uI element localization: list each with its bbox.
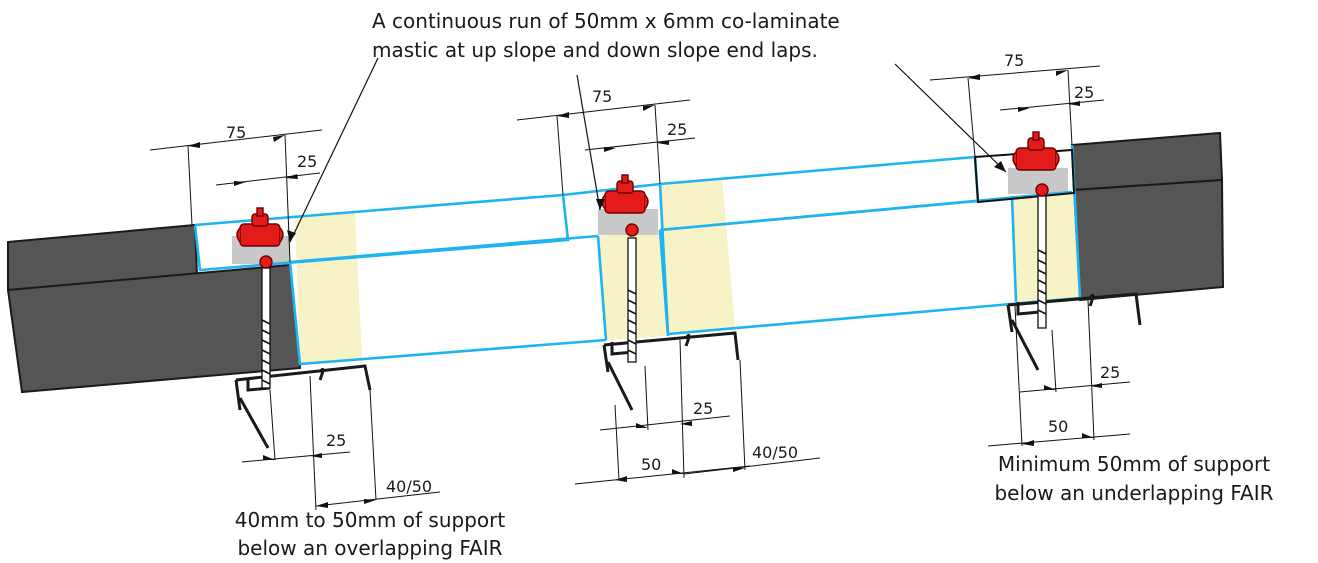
- dim-right-bottom-25: 25: [1100, 363, 1120, 382]
- dim-mid-bottom-50: 50: [641, 455, 661, 474]
- insulation-left: [295, 212, 362, 364]
- clamp-right: [1012, 131, 1060, 171]
- mastic-callout-line1: A continuous run of 50mm x 6mm co-lamina…: [372, 9, 840, 33]
- clamp-left: [236, 207, 284, 247]
- dim-mid-top-75: 75: [592, 87, 612, 106]
- dim-left-bottom-4050: 40/50: [386, 477, 432, 496]
- mastic-leader-lines: [287, 57, 1007, 243]
- right-lower-sheet: [1072, 178, 1225, 302]
- dim-mid-bottom-25: 25: [693, 399, 713, 418]
- dim-left-bottom-25: 25: [326, 431, 346, 450]
- insulation-mid-right: [660, 178, 735, 334]
- underlap-callout-line1: Minimum 50mm of support: [998, 452, 1270, 476]
- overlap-callout-line1: 40mm to 50mm of support: [235, 508, 506, 532]
- dim-mid-top-25: 25: [667, 120, 687, 139]
- dims-mid: [516, 99, 821, 485]
- dim-left-top-25: 25: [297, 152, 317, 171]
- purlin-mid: [602, 331, 740, 411]
- mastic-callout-line2: mastic at up slope and down slope end la…: [372, 38, 818, 62]
- dim-left-top-75: 75: [226, 123, 246, 142]
- purlin-right: [1006, 292, 1142, 371]
- dim-right-bottom-50: 50: [1048, 417, 1068, 436]
- clamp-mid: [601, 174, 649, 214]
- dim-right-top-75: 75: [1004, 51, 1024, 70]
- screw-left: [259, 255, 273, 389]
- dims-left: [149, 129, 441, 511]
- dim-mid-bottom-4050: 40/50: [752, 443, 798, 462]
- overlap-callout-line2: below an overlapping FAIR: [237, 536, 502, 560]
- dims-right: [929, 65, 1131, 447]
- screw-mid: [625, 223, 639, 363]
- purlin-left: [234, 364, 372, 449]
- dim-right-top-25: 25: [1074, 83, 1094, 102]
- left-lower-sheet: [6, 263, 302, 394]
- screw-right: [1035, 183, 1049, 329]
- underlap-callout-line2: below an underlapping FAIR: [994, 481, 1273, 505]
